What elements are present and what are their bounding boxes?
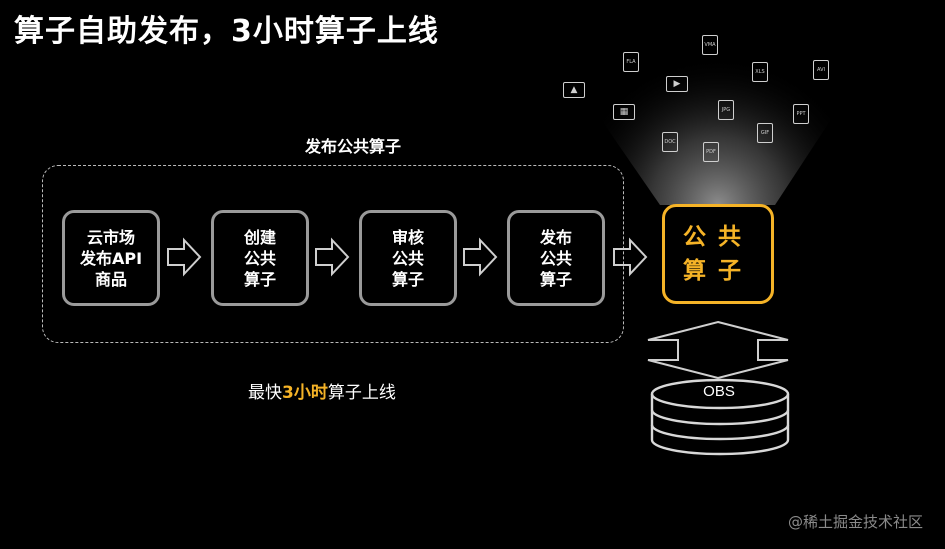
- arrow-right-icon: [315, 237, 350, 277]
- fast-prefix: 最快: [248, 383, 282, 403]
- pdf-file-icon: PDF: [703, 142, 719, 162]
- xls-file-icon: XLS: [752, 62, 768, 82]
- step-line: 云市场: [86, 227, 135, 247]
- watermark: @稀土掘金技术社区: [787, 513, 923, 531]
- step-line: 审核: [391, 227, 424, 247]
- operator-line: 算子: [683, 258, 753, 284]
- operator-line: 公共: [683, 224, 753, 250]
- step-cloud-market: 云市场 发布API 商品: [62, 210, 160, 306]
- obs-label: OBS: [703, 383, 735, 400]
- public-operator-box: 公共 算子: [662, 204, 774, 304]
- step-line: 创建: [243, 227, 276, 247]
- step-line: 公共: [243, 248, 276, 268]
- page-title: 算子自助发布，3小时算子上线: [14, 14, 439, 49]
- arrow-right-icon: [167, 237, 202, 277]
- fast-suffix: 算子上线: [327, 383, 396, 403]
- image-file-icon: ▲: [563, 82, 585, 98]
- doc-file-icon: DOC: [662, 132, 678, 152]
- step-create-operator: 创建 公共 算子: [211, 210, 309, 306]
- step-line: 发布API: [79, 248, 143, 268]
- avi-file-icon: AVI: [813, 60, 829, 80]
- fast-launch-text: 最快3小时算子上线: [248, 378, 396, 403]
- vma-file-icon: VMA: [702, 35, 718, 55]
- ppt-file-icon: PPT: [793, 104, 809, 124]
- arrow-right-icon: [613, 237, 648, 277]
- gif-file-icon: GIF: [757, 123, 773, 143]
- step-line: 商品: [94, 269, 127, 289]
- step-line: 发布: [539, 227, 572, 247]
- film-icon: ▦: [613, 104, 635, 120]
- step-review-operator: 审核 公共 算子: [359, 210, 457, 306]
- jpg-file-icon: JPG: [718, 100, 734, 120]
- video-play-icon: ▶: [666, 76, 688, 92]
- step-line: 算子: [391, 269, 424, 289]
- step-line: 算子: [243, 269, 276, 289]
- fast-highlight: 3小时: [282, 383, 328, 403]
- obs-storage-icon: [650, 378, 790, 456]
- publish-process-group: [42, 165, 624, 343]
- arrow-right-icon: [463, 237, 498, 277]
- step-line: 公共: [391, 248, 424, 268]
- group-label: 发布公共算子: [304, 137, 401, 156]
- step-line: 公共: [539, 248, 572, 268]
- fla-file-icon: FLA: [623, 52, 639, 72]
- step-line: 算子: [539, 269, 572, 289]
- double-arrow-icon: [647, 320, 789, 380]
- step-publish-operator: 发布 公共 算子: [507, 210, 605, 306]
